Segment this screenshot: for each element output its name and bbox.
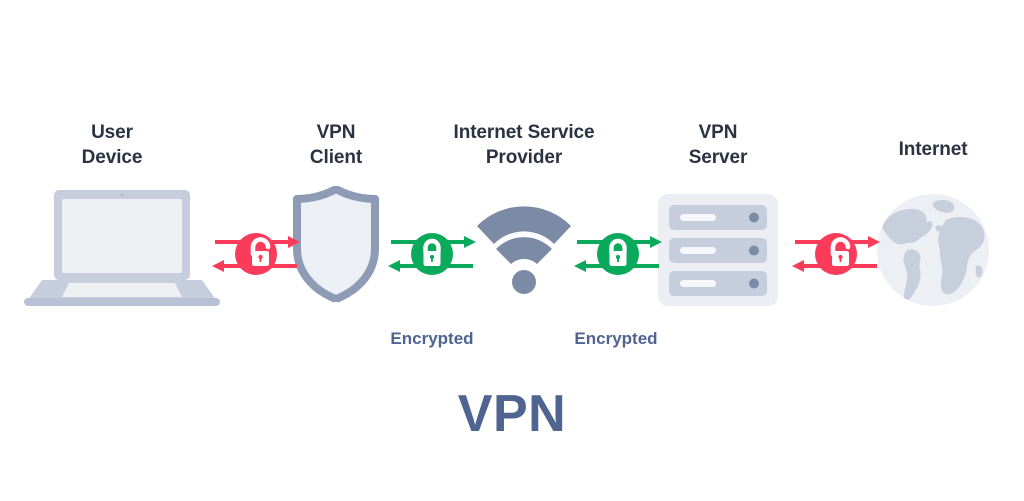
link-isp-to-server: [574, 226, 662, 282]
wifi-icon: [474, 200, 574, 294]
globe-icon: [874, 192, 992, 308]
link-server-to-internet: [792, 226, 880, 282]
server-rack-icon: [658, 194, 778, 306]
unlocked-padlock-glyph: [830, 237, 851, 266]
locked-padlock-glyph: [423, 238, 441, 266]
diagram-title: VPN: [457, 385, 567, 443]
encrypted-caption-left: Encrypted: [390, 329, 474, 348]
unlocked-padlock-glyph: [250, 237, 271, 266]
locked-padlock-glyph: [609, 238, 627, 266]
node-label-user-device: User Device: [81, 122, 143, 168]
shield-icon: [292, 185, 380, 303]
link-user-to-client: [212, 226, 300, 282]
node-label-internet-service-provider: Internet Service Provider: [453, 122, 595, 168]
laptop-icon: [22, 188, 222, 308]
node-label-vpn-client: VPN Client: [309, 122, 363, 168]
encrypted-caption-right: Encrypted: [574, 329, 658, 348]
link-client-to-isp: [388, 226, 476, 282]
node-label-internet: Internet: [898, 139, 968, 160]
node-label-vpn-server: VPN Server: [688, 122, 748, 168]
